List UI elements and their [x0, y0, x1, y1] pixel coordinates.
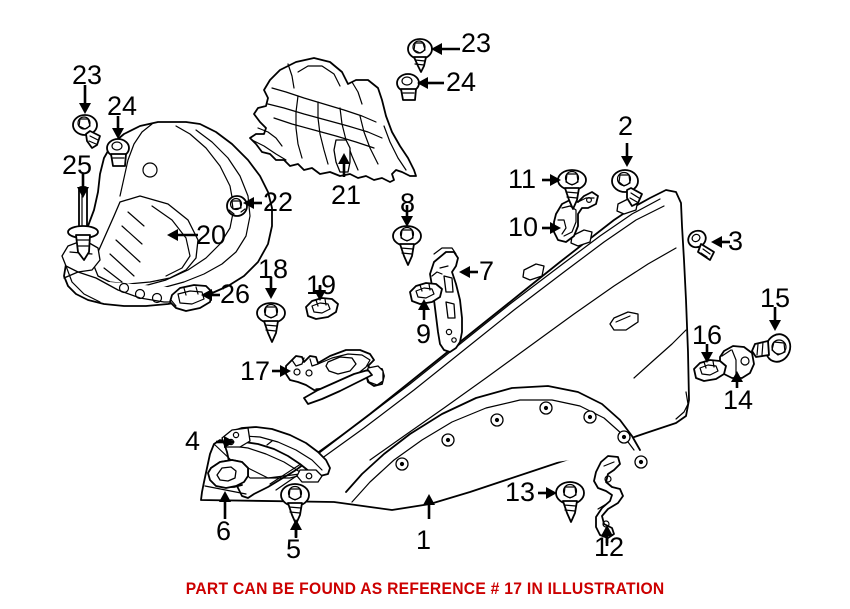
part-s-shaped-bracket: [593, 455, 624, 539]
callout-label-24-top[interactable]: 24: [446, 67, 477, 97]
part-grommet-clip: [226, 195, 248, 217]
callout-label-1[interactable]: 1: [416, 525, 432, 555]
callout-label-25[interactable]: 25: [62, 150, 93, 180]
part-screw-23-left: [72, 114, 101, 149]
part-screw-23-top: [407, 38, 433, 73]
callout-label-26[interactable]: 26: [220, 279, 251, 309]
part-bolt-flange-angled: [751, 333, 792, 363]
part-wheel-arch-liner-front: [61, 121, 273, 307]
callout-label-8[interactable]: 8: [400, 188, 416, 218]
part-screw-24-top: [396, 73, 420, 101]
callout-label-24-left[interactable]: 24: [107, 91, 138, 121]
callout-label-23-left[interactable]: 23: [72, 60, 103, 90]
callout-label-16[interactable]: 16: [692, 320, 723, 350]
callout-label-17[interactable]: 17: [240, 356, 271, 386]
callout-label-13[interactable]: 13: [505, 477, 536, 507]
callout-label-23-top[interactable]: 23: [461, 28, 492, 58]
part-end-cap: [207, 459, 249, 489]
callout-label-4[interactable]: 4: [185, 426, 201, 456]
part-screw-8: [392, 225, 422, 266]
callout-label-19[interactable]: 19: [306, 270, 337, 300]
callout-label-3[interactable]: 3: [728, 226, 744, 256]
part-fender-mount-bracket: [285, 349, 385, 405]
part-screw-13: [555, 481, 585, 523]
reference-caption: PART CAN BE FOUND AS REFERENCE # 17 IN I…: [185, 579, 665, 598]
caption-bar: PART CAN BE FOUND AS REFERENCE # 17 IN I…: [0, 579, 850, 599]
callout-label-9[interactable]: 9: [416, 319, 432, 349]
leader-lines: [77, 43, 781, 546]
part-front-fender-panel: [200, 189, 690, 511]
part-screw-24-left: [106, 138, 130, 167]
part-screw-18: [256, 302, 286, 343]
callout-label-20[interactable]: 20: [196, 220, 227, 250]
part-stud-bolt-long: [67, 186, 99, 261]
part-fender-support-rail: [221, 426, 331, 483]
part-bolt-shoulder: [687, 229, 715, 261]
callout-label-5[interactable]: 5: [286, 534, 302, 564]
callout-label-2[interactable]: 2: [618, 111, 634, 141]
part-fender-bracket-long: [429, 247, 463, 353]
callout-label-15[interactable]: 15: [760, 283, 791, 313]
part-retainer-clip-16: [693, 359, 727, 382]
part-screw-5: [280, 483, 310, 525]
callout-label-14[interactable]: 14: [723, 385, 754, 415]
part-spring-nut-clip: [169, 284, 213, 312]
part-retainer-clip-19: [305, 297, 339, 320]
part-screw-2: [611, 169, 643, 207]
callout-label-6[interactable]: 6: [216, 516, 232, 546]
callout-label-22[interactable]: 22: [263, 187, 294, 217]
callout-label-11[interactable]: 11: [508, 164, 537, 194]
callout-label-7[interactable]: 7: [479, 256, 495, 286]
callout-label-10[interactable]: 10: [508, 212, 539, 242]
callout-label-12[interactable]: 12: [594, 532, 625, 562]
part-wheel-arch-liner-rear: [249, 57, 417, 183]
part-retainer-clip-9: [409, 282, 443, 305]
callout-label-18[interactable]: 18: [258, 254, 289, 284]
callout-label-21[interactable]: 21: [331, 180, 362, 210]
